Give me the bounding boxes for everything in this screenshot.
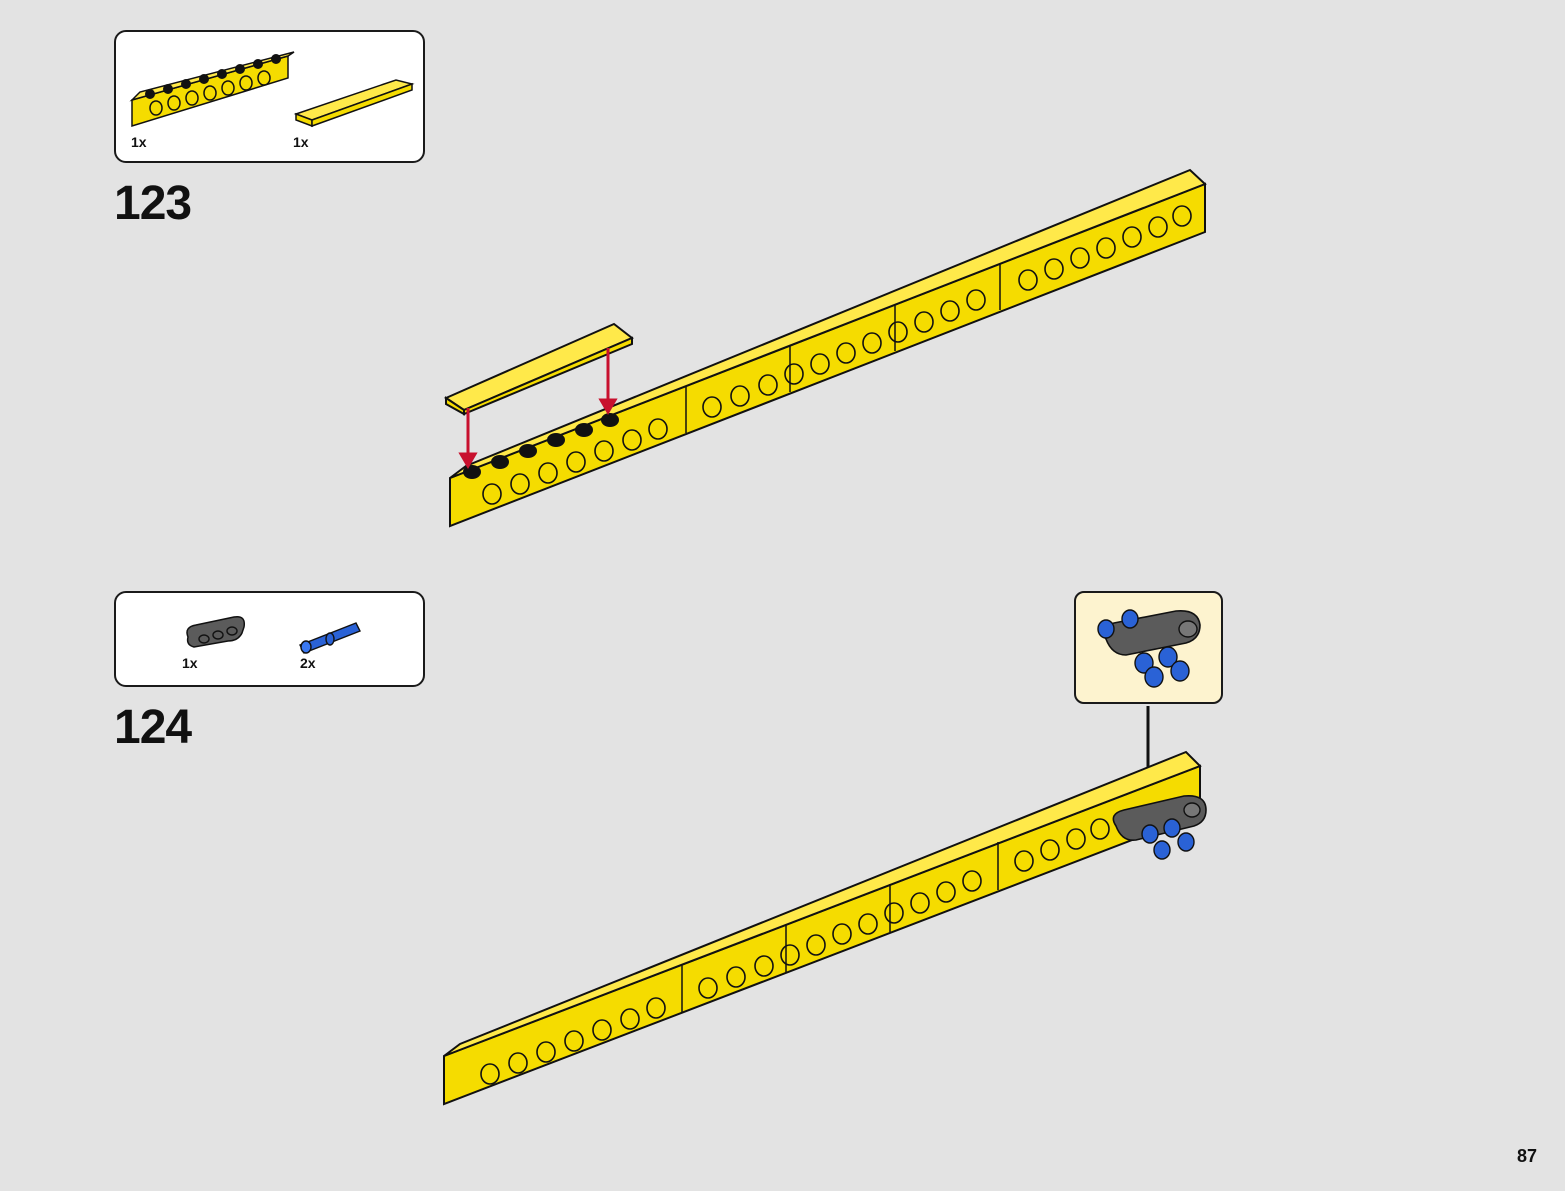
part-qty-label: 2x [300,655,316,671]
part-qty-label: 1x [131,134,147,150]
sub-assembly-callout [1074,591,1223,704]
step-number-123: 123 [114,177,192,230]
step-123-assembly-illustration [443,168,1207,528]
part-dark-gray-beam-3-image [186,615,246,648]
part-yellow-technic-brick-1x8-image [129,51,295,128]
part-qty-label: 1x [182,655,198,671]
parts-list-step-123: 1x 1x [114,30,425,163]
sub-assembly-beam-with-pins-image [1097,609,1201,688]
part-blue-axle-pin-image [299,622,361,654]
step-number-124: 124 [114,701,192,754]
parts-list-step-124: 1x 2x [114,591,425,687]
part-qty-label: 1x [293,134,309,150]
part-yellow-tile-1x6-image [293,79,415,128]
page-number: 87 [1516,1146,1537,1166]
